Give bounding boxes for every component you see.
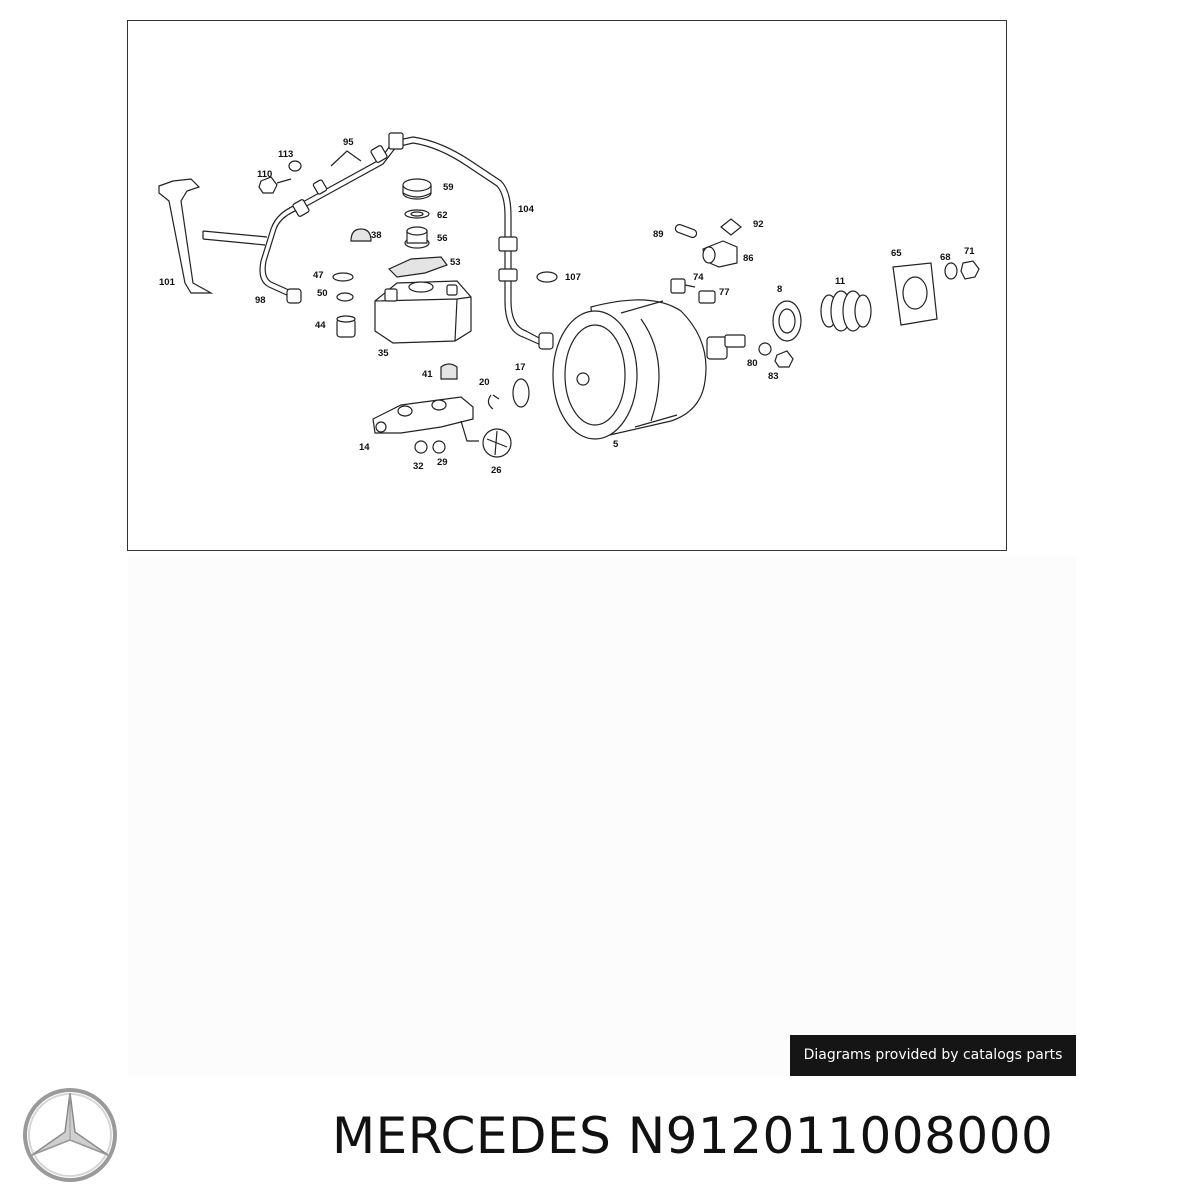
callout-41: 41 xyxy=(422,369,433,380)
diagram-background-panel xyxy=(128,555,1076,1077)
part-59-cap xyxy=(402,178,432,200)
callout-11: 11 xyxy=(835,276,846,287)
callout-104: 104 xyxy=(518,204,535,215)
callout-29: 29 xyxy=(437,457,448,468)
part-89-pin xyxy=(674,224,698,238)
part-101-bracket xyxy=(158,178,268,294)
callout-8: 8 xyxy=(777,284,782,295)
part-11-boot xyxy=(820,290,872,332)
callout-110: 110 xyxy=(257,169,272,180)
part-71-nut xyxy=(960,260,980,280)
part-47-grommet xyxy=(332,272,354,282)
part-26-seal-kit xyxy=(482,428,512,458)
callout-71: 71 xyxy=(964,246,975,257)
product-title: MERCEDES N912011008000 xyxy=(332,1107,1054,1165)
part-113-washer xyxy=(288,160,302,172)
callout-32: 32 xyxy=(413,461,424,472)
callout-56: 56 xyxy=(437,233,448,244)
callout-26: 26 xyxy=(491,465,502,476)
part-95-clip xyxy=(330,150,362,167)
callout-47: 47 xyxy=(313,270,324,281)
callout-77: 77 xyxy=(719,287,730,298)
callout-83: 83 xyxy=(768,371,779,382)
part-38-plug xyxy=(350,228,372,242)
part-86-valve xyxy=(702,240,738,268)
part-107-grommet xyxy=(536,271,558,283)
callout-44: 44 xyxy=(315,320,326,331)
diagram-frame: 95 113 110 59 62 38 56 101 104 53 47 50 … xyxy=(127,20,1007,551)
callout-80: 80 xyxy=(747,358,758,369)
part-35-reservoir xyxy=(374,280,472,344)
part-56-filter xyxy=(404,226,430,249)
callout-17: 17 xyxy=(515,362,526,373)
callout-74: 74 xyxy=(693,272,704,283)
part-92-spring xyxy=(720,218,742,236)
part-74-nut xyxy=(670,278,686,294)
part-50-ring xyxy=(336,292,354,302)
diagram-credit-badge: Diagrams provided by catalogs parts xyxy=(790,1035,1076,1076)
callout-38: 38 xyxy=(371,230,382,241)
mercedes-star-icon xyxy=(23,1088,117,1182)
part-98-vacuum-hose xyxy=(259,132,554,350)
part-65-gasket xyxy=(892,262,938,326)
callout-20: 20 xyxy=(479,377,490,388)
part-53-cover xyxy=(387,256,448,278)
callout-92: 92 xyxy=(753,219,764,230)
callout-65: 65 xyxy=(891,248,902,259)
callout-5: 5 xyxy=(613,439,619,450)
part-77-connector xyxy=(698,290,716,304)
part-80-washer xyxy=(758,342,772,356)
part-44-sensor xyxy=(336,315,356,338)
part-20-clip xyxy=(487,394,500,410)
callout-14: 14 xyxy=(359,442,370,453)
part-32-plug xyxy=(414,440,428,454)
callout-53: 53 xyxy=(450,257,461,268)
part-29-seal xyxy=(432,440,446,454)
callout-35: 35 xyxy=(378,348,389,359)
callout-86: 86 xyxy=(743,253,754,264)
callout-101: 101 xyxy=(159,277,176,288)
part-5-brake-booster xyxy=(552,299,746,440)
part-83-nut xyxy=(774,350,794,368)
part-41-cap xyxy=(440,363,458,380)
part-17-o-ring xyxy=(512,378,530,408)
product-footer: MERCEDES N912011008000 xyxy=(0,1085,1200,1200)
callout-50: 50 xyxy=(317,288,328,299)
part-8-seal xyxy=(772,300,802,342)
callout-98: 98 xyxy=(255,295,266,306)
callout-59: 59 xyxy=(443,182,454,193)
callout-113: 113 xyxy=(278,149,293,160)
callout-107: 107 xyxy=(565,272,581,283)
callout-68: 68 xyxy=(940,252,951,263)
part-110-bolt xyxy=(258,176,278,194)
part-14-master-cylinder xyxy=(372,396,479,442)
callout-89: 89 xyxy=(653,229,664,240)
callout-62: 62 xyxy=(437,210,448,221)
brake-booster-exploded-diagram: 95 113 110 59 62 38 56 101 104 53 47 50 … xyxy=(158,132,980,476)
callout-95: 95 xyxy=(343,137,354,148)
part-68-washer xyxy=(944,262,958,280)
